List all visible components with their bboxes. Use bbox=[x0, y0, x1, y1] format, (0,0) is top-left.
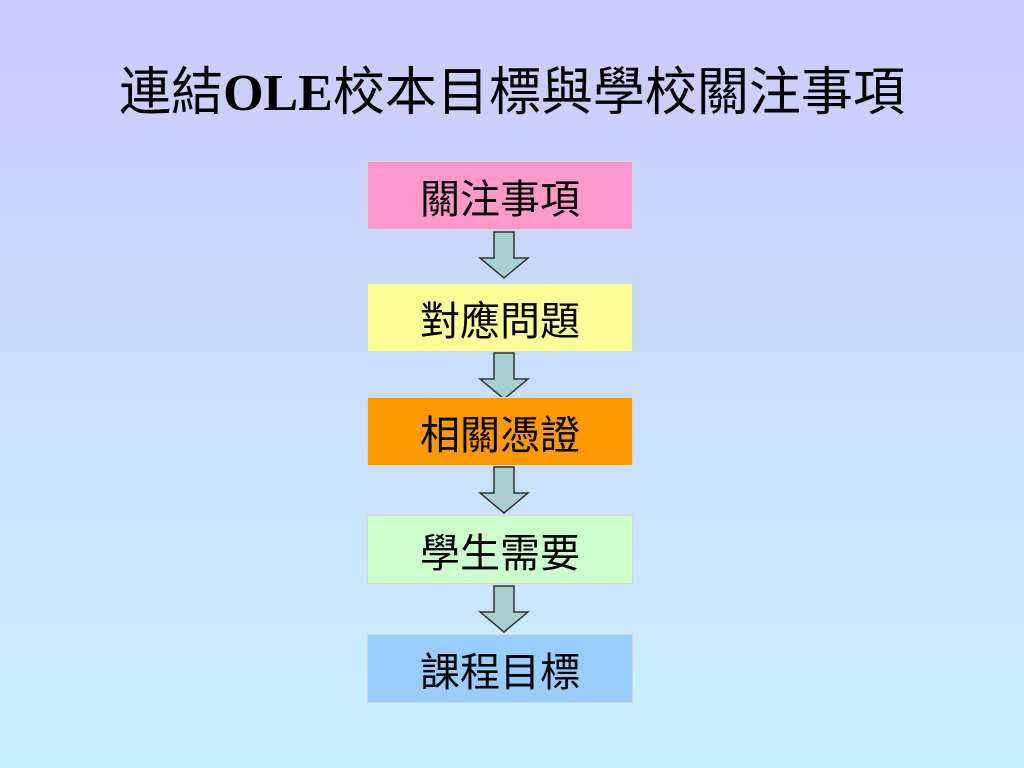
step-label-4: 學生需要 bbox=[420, 530, 580, 577]
slide-title: 連結OLE校本目標與學校關注事項 bbox=[0, 58, 1024, 129]
step-box-1: 關注事項 bbox=[367, 161, 633, 230]
step-box-3: 相關憑證 bbox=[367, 397, 633, 466]
down-arrow-icon bbox=[478, 466, 530, 514]
down-arrow-icon bbox=[478, 352, 530, 400]
title-suffix: 校本目標與學校關注事項 bbox=[332, 63, 905, 123]
title-prefix: 連結 bbox=[119, 63, 224, 123]
step-box-5: 課程目標 bbox=[367, 634, 633, 703]
title-latin: OLE bbox=[223, 65, 333, 122]
step-label-1: 關注事項 bbox=[420, 176, 580, 223]
step-box-2: 對應問題 bbox=[367, 283, 633, 352]
step-box-4: 學生需要 bbox=[367, 515, 633, 584]
step-label-2: 對應問題 bbox=[420, 298, 580, 345]
step-label-5: 課程目標 bbox=[420, 649, 580, 696]
step-label-3: 相關憑證 bbox=[420, 412, 580, 459]
down-arrow-icon bbox=[478, 231, 530, 279]
down-arrow-icon bbox=[478, 585, 530, 633]
